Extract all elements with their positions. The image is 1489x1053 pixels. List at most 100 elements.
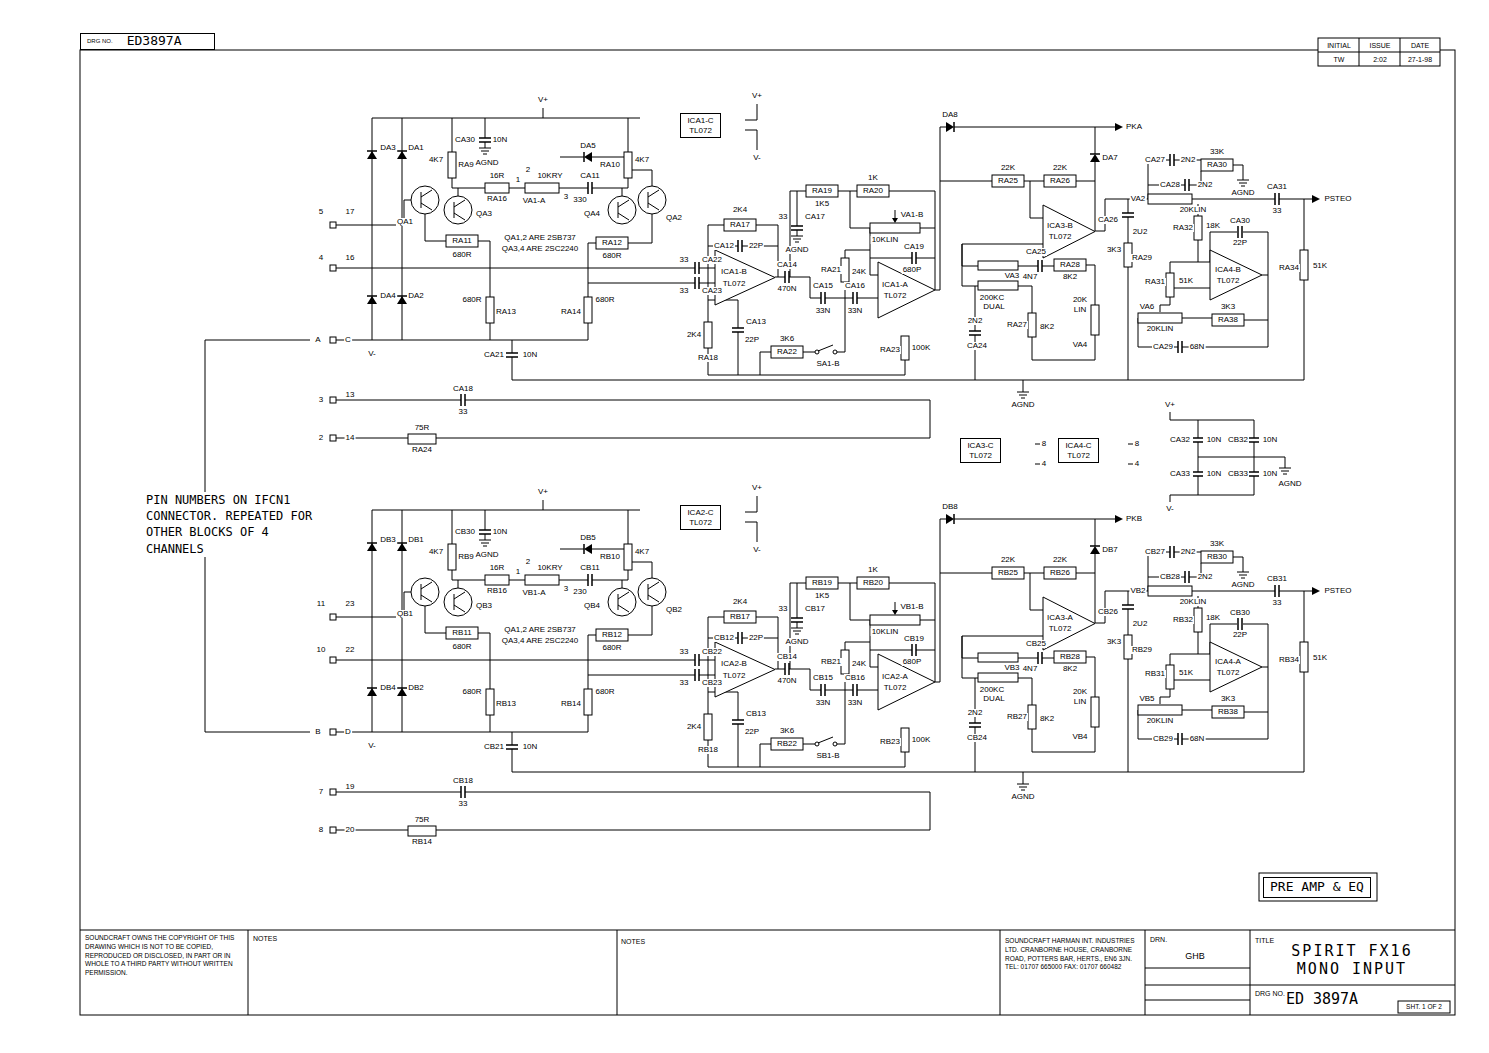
component-label: RA26 xyxy=(1049,177,1071,185)
ground-symbol xyxy=(1237,180,1249,186)
component-label: 33 xyxy=(458,408,469,416)
resistor-symbol xyxy=(448,544,456,570)
component-label: 16R xyxy=(489,172,506,180)
opamp-symbol xyxy=(878,654,935,710)
component-label: 13 xyxy=(345,391,356,399)
diode-symbol xyxy=(584,544,592,554)
wire xyxy=(425,214,490,340)
component-label: V+ xyxy=(537,96,549,104)
transistor-symbol xyxy=(454,200,465,220)
wire xyxy=(775,669,878,690)
resistor-symbol xyxy=(1201,159,1233,171)
diode-symbol xyxy=(367,296,377,304)
capacitor-symbol xyxy=(1193,472,1203,476)
component-label: CB16 xyxy=(844,674,866,682)
arrowhead xyxy=(1115,123,1123,131)
diode-symbol xyxy=(367,543,377,551)
ic-box: ICA1-CTL072 xyxy=(680,113,721,138)
resistor-symbol xyxy=(525,575,559,585)
resistor-symbol xyxy=(486,689,494,715)
box-text: ED3897A xyxy=(127,34,182,49)
component-label: CA21 xyxy=(483,351,505,359)
capacitor-symbol xyxy=(1275,193,1279,205)
component-label: RB32 xyxy=(1172,616,1194,624)
wire xyxy=(452,510,628,580)
component-label: RB23 xyxy=(879,738,901,746)
component-label: 33N xyxy=(847,307,864,315)
drawing-note: SOUNDCRAFT HARMAN INT. INDUSTRIES LTD. C… xyxy=(1004,937,1144,972)
component-label: 16R xyxy=(489,564,506,572)
capacitor-symbol xyxy=(1249,472,1259,476)
component-label: 51K xyxy=(1178,277,1194,285)
component-label: 33 xyxy=(778,605,789,613)
component-label: 3K6 xyxy=(779,335,795,343)
component-label: QB1 xyxy=(396,610,414,618)
component-label: 2N2 xyxy=(1197,181,1214,189)
drawing-note: PIN NUMBERS ON IFCN1 CONNECTOR. REPEATED… xyxy=(145,492,325,557)
component-label: ICA1-A xyxy=(881,281,909,289)
component-label: RA32 xyxy=(1172,224,1194,232)
box-text: TL072 xyxy=(1067,451,1090,460)
component-label: 2 xyxy=(525,558,531,566)
component-label: PSTEO xyxy=(1323,195,1352,203)
diode-symbol xyxy=(367,150,377,152)
resistor-symbol xyxy=(408,434,436,444)
drawing-note: SPIRIT FX16 MONO INPUT xyxy=(1281,942,1423,978)
sheet-box xyxy=(1398,1001,1450,1013)
ground-symbol xyxy=(1017,392,1029,398)
component-label: 24K xyxy=(851,660,867,668)
component-label: AGND xyxy=(1010,793,1035,801)
component-label: 2U2 xyxy=(1132,620,1149,628)
component-label: 1K5 xyxy=(814,200,830,208)
component-label: CA29 xyxy=(1152,343,1174,351)
ground-symbol xyxy=(479,540,491,546)
wire xyxy=(790,191,935,290)
resistor-symbol xyxy=(992,567,1024,579)
wire xyxy=(588,214,715,340)
diode-symbol xyxy=(367,295,377,297)
capacitor-symbol xyxy=(791,226,803,230)
resistor-symbol xyxy=(704,322,712,348)
wire xyxy=(452,118,628,188)
component-label: 4N7 xyxy=(1022,665,1039,673)
capacitor-symbol xyxy=(785,663,789,675)
component-label: TL072 xyxy=(883,292,908,300)
capacitor-symbol xyxy=(1185,179,1189,191)
wire xyxy=(336,200,715,340)
component-label: 230 xyxy=(572,588,587,596)
transistor-symbol xyxy=(638,186,666,214)
capacitor-symbol xyxy=(1038,652,1042,664)
resistor-symbol xyxy=(596,237,628,249)
component-label: 3 xyxy=(563,193,569,201)
component-label: RB38 xyxy=(1217,708,1239,716)
wire xyxy=(458,549,652,588)
wire xyxy=(1318,38,1440,66)
component-label: 680R xyxy=(594,688,615,696)
component-label: CB17 xyxy=(804,605,826,613)
component-label: 33 xyxy=(458,800,469,808)
transistor-symbol xyxy=(444,196,472,224)
diode-symbol xyxy=(583,152,585,162)
drawing-frame xyxy=(80,50,1455,1015)
component-label: RB25 xyxy=(997,569,1019,577)
resistor-symbol xyxy=(1091,697,1099,727)
component-label: DB3 xyxy=(379,536,397,544)
component-label: DB7 xyxy=(1101,546,1119,554)
component-label: 8K2 xyxy=(1039,323,1055,331)
transistor-symbol xyxy=(444,588,472,616)
switch-symbol xyxy=(833,742,837,746)
component-label: CA16 xyxy=(844,282,866,290)
transistor-symbol xyxy=(648,190,659,210)
component-label: 680R xyxy=(594,296,615,304)
connector-pin xyxy=(330,337,336,343)
opamp-symbol xyxy=(1043,205,1095,258)
component-label: AGND xyxy=(1010,401,1035,409)
diode-symbol xyxy=(946,514,954,524)
resistor-symbol xyxy=(704,714,712,740)
component-label: 10KLIN xyxy=(871,236,900,244)
wire xyxy=(512,591,1312,772)
resistor-symbol xyxy=(1166,665,1174,689)
component-label: D xyxy=(344,728,352,736)
component-label: SA1-B xyxy=(815,360,840,368)
ground-symbol xyxy=(1237,572,1249,578)
